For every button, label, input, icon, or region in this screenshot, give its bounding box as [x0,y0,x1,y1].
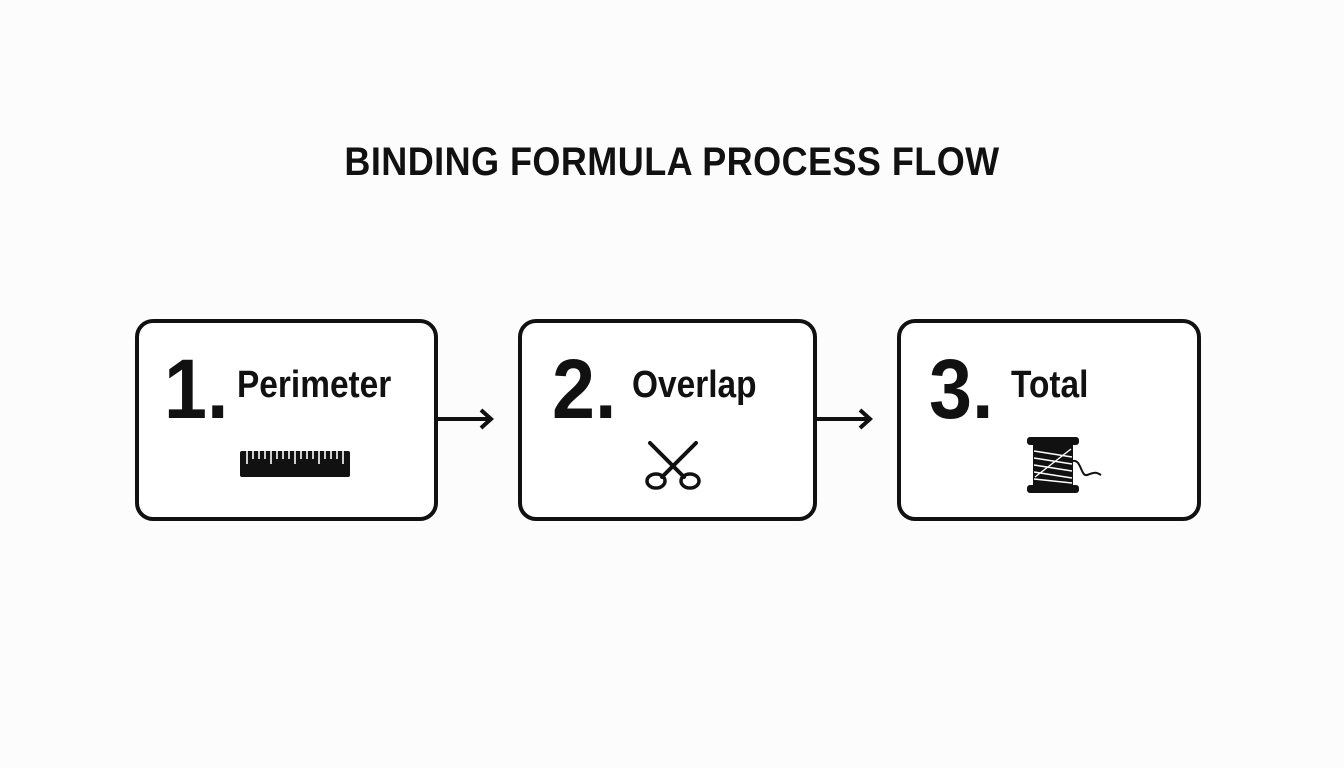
step-perimeter: 1. Perimeter [135,319,438,521]
arrow-right-icon [438,404,496,439]
step-label: Perimeter [237,364,392,406]
step-number: 1. [164,342,229,436]
step-overlap: 2. Overlap [518,319,817,521]
diagram-title: BINDING FORMULA PROCESS FLOW [344,140,1000,184]
thread-spool-icon [1023,433,1105,502]
step-number: 2. [552,342,617,436]
step-label: Total [1011,364,1089,406]
step-label: Overlap [632,364,757,406]
step-total: 3. Total [897,319,1201,521]
step-number: 3. [929,342,994,436]
ruler-icon [239,450,351,483]
scissors-icon [642,437,704,498]
arrow-right-icon [817,404,875,439]
